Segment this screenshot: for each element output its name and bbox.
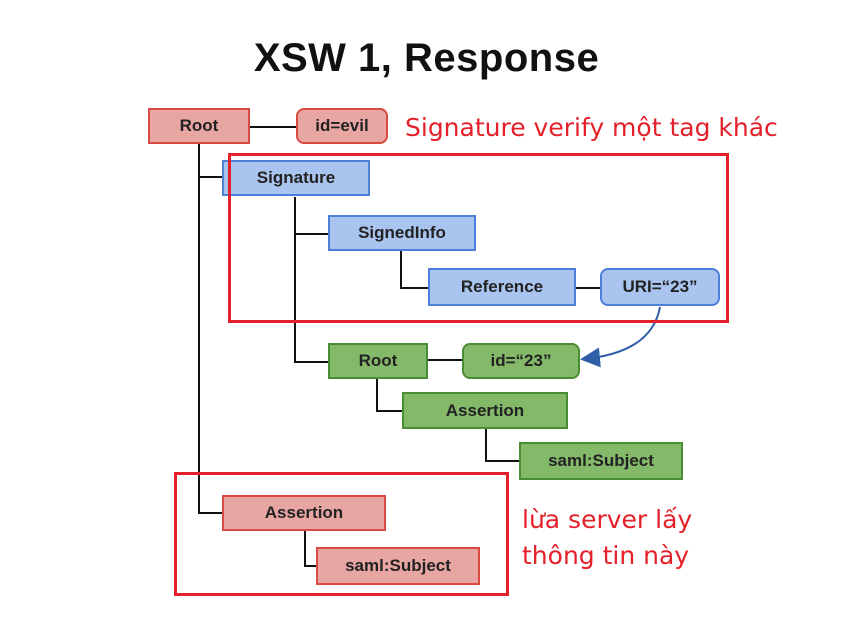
assertion-note-line2: thông tin này — [522, 541, 690, 570]
connector — [294, 197, 296, 362]
connector — [294, 361, 328, 363]
connector — [400, 251, 402, 288]
assertion-highlight-box — [174, 472, 509, 596]
id-23-attribute: id=“23” — [462, 343, 580, 379]
id-evil-attribute: id=evil — [296, 108, 388, 144]
connector — [198, 143, 200, 513]
connector — [198, 512, 222, 514]
connector — [304, 530, 306, 566]
connector — [576, 287, 600, 289]
signed-info-node: SignedInfo — [328, 215, 476, 251]
assertion-note-line1: lừa server lấy — [522, 505, 693, 534]
connector — [250, 126, 296, 128]
connector — [400, 287, 428, 289]
connector — [198, 176, 222, 178]
assertion-green-node: Assertion — [402, 392, 568, 429]
root-green-node: Root — [328, 343, 428, 379]
connector — [376, 410, 402, 412]
subject-red-node: saml:Subject — [316, 547, 480, 585]
uri-attribute: URI=“23” — [600, 268, 720, 306]
subject-green-node: saml:Subject — [519, 442, 683, 480]
signature-node: Signature — [222, 160, 370, 196]
reference-node: Reference — [428, 268, 576, 306]
root-node: Root — [148, 108, 250, 144]
connector — [294, 233, 328, 235]
connector — [376, 377, 378, 411]
signature-highlight-box — [228, 153, 729, 323]
assertion-red-node: Assertion — [222, 495, 386, 531]
signature-note: Signature verify một tag khác — [405, 113, 778, 142]
connector — [428, 359, 462, 361]
connector — [485, 460, 519, 462]
connector — [485, 428, 487, 461]
connector — [304, 565, 316, 567]
diagram-title: XSW 1, Response — [253, 36, 600, 80]
